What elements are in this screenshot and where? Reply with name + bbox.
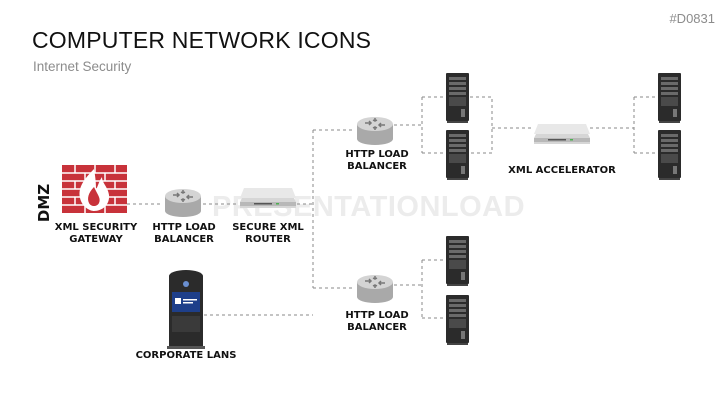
node-label-corporate-lans: CORPORATE LANS [136,350,237,362]
label-line: HTTP LOAD [152,222,216,233]
page-title: COMPUTER NETWORK ICONS [32,27,372,53]
label-line: BALANCER [154,234,214,245]
server-tower-icon [446,130,469,180]
label-line: SECURE XML [232,222,304,233]
node-label-secure-xml-router: SECURE XML ROUTER [232,222,304,246]
label-line: BALANCER [347,161,407,172]
label-line: HTTP LOAD [345,310,409,321]
xml-accelerator-icon [534,124,590,144]
label-line: BALANCER [347,322,407,333]
label-line: CORPORATE LANS [135,350,237,361]
node-label-xml-accelerator: XML ACCELERATOR [508,165,616,177]
node-label-http-load-balancer-left: HTTP LOAD BALANCER [152,222,215,246]
server-tower-icon [658,73,681,123]
network-links [127,96,657,319]
server-tower-icon [658,130,681,180]
node-label-http-load-balancer-top: HTTP LOAD BALANCER [345,149,408,173]
dmz-label: DMZ [35,183,53,223]
node-label-http-load-balancer-bottom: HTTP LOAD BALANCER [345,310,408,334]
document-code: #D0831 [669,11,715,26]
server-tower-icon [446,236,469,286]
firewall-icon [62,165,127,213]
server-tower-icon [446,73,469,123]
router-icon [356,274,394,304]
kiosk-icon [167,270,205,349]
server-tower-icon [446,295,469,345]
label-line: HTTP LOAD [345,149,409,160]
xml-router-icon [240,188,296,208]
router-icon [356,116,394,146]
label-line: XML ACCELERATOR [508,165,616,176]
label-line: GATEWAY [69,234,123,245]
label-line: ROUTER [245,234,291,245]
page-subtitle: Internet Security [33,59,132,74]
node-label-xml-security-gateway: XML SECURITY GATEWAY [55,222,138,246]
label-line: XML SECURITY [54,222,138,233]
router-icon [164,188,202,218]
